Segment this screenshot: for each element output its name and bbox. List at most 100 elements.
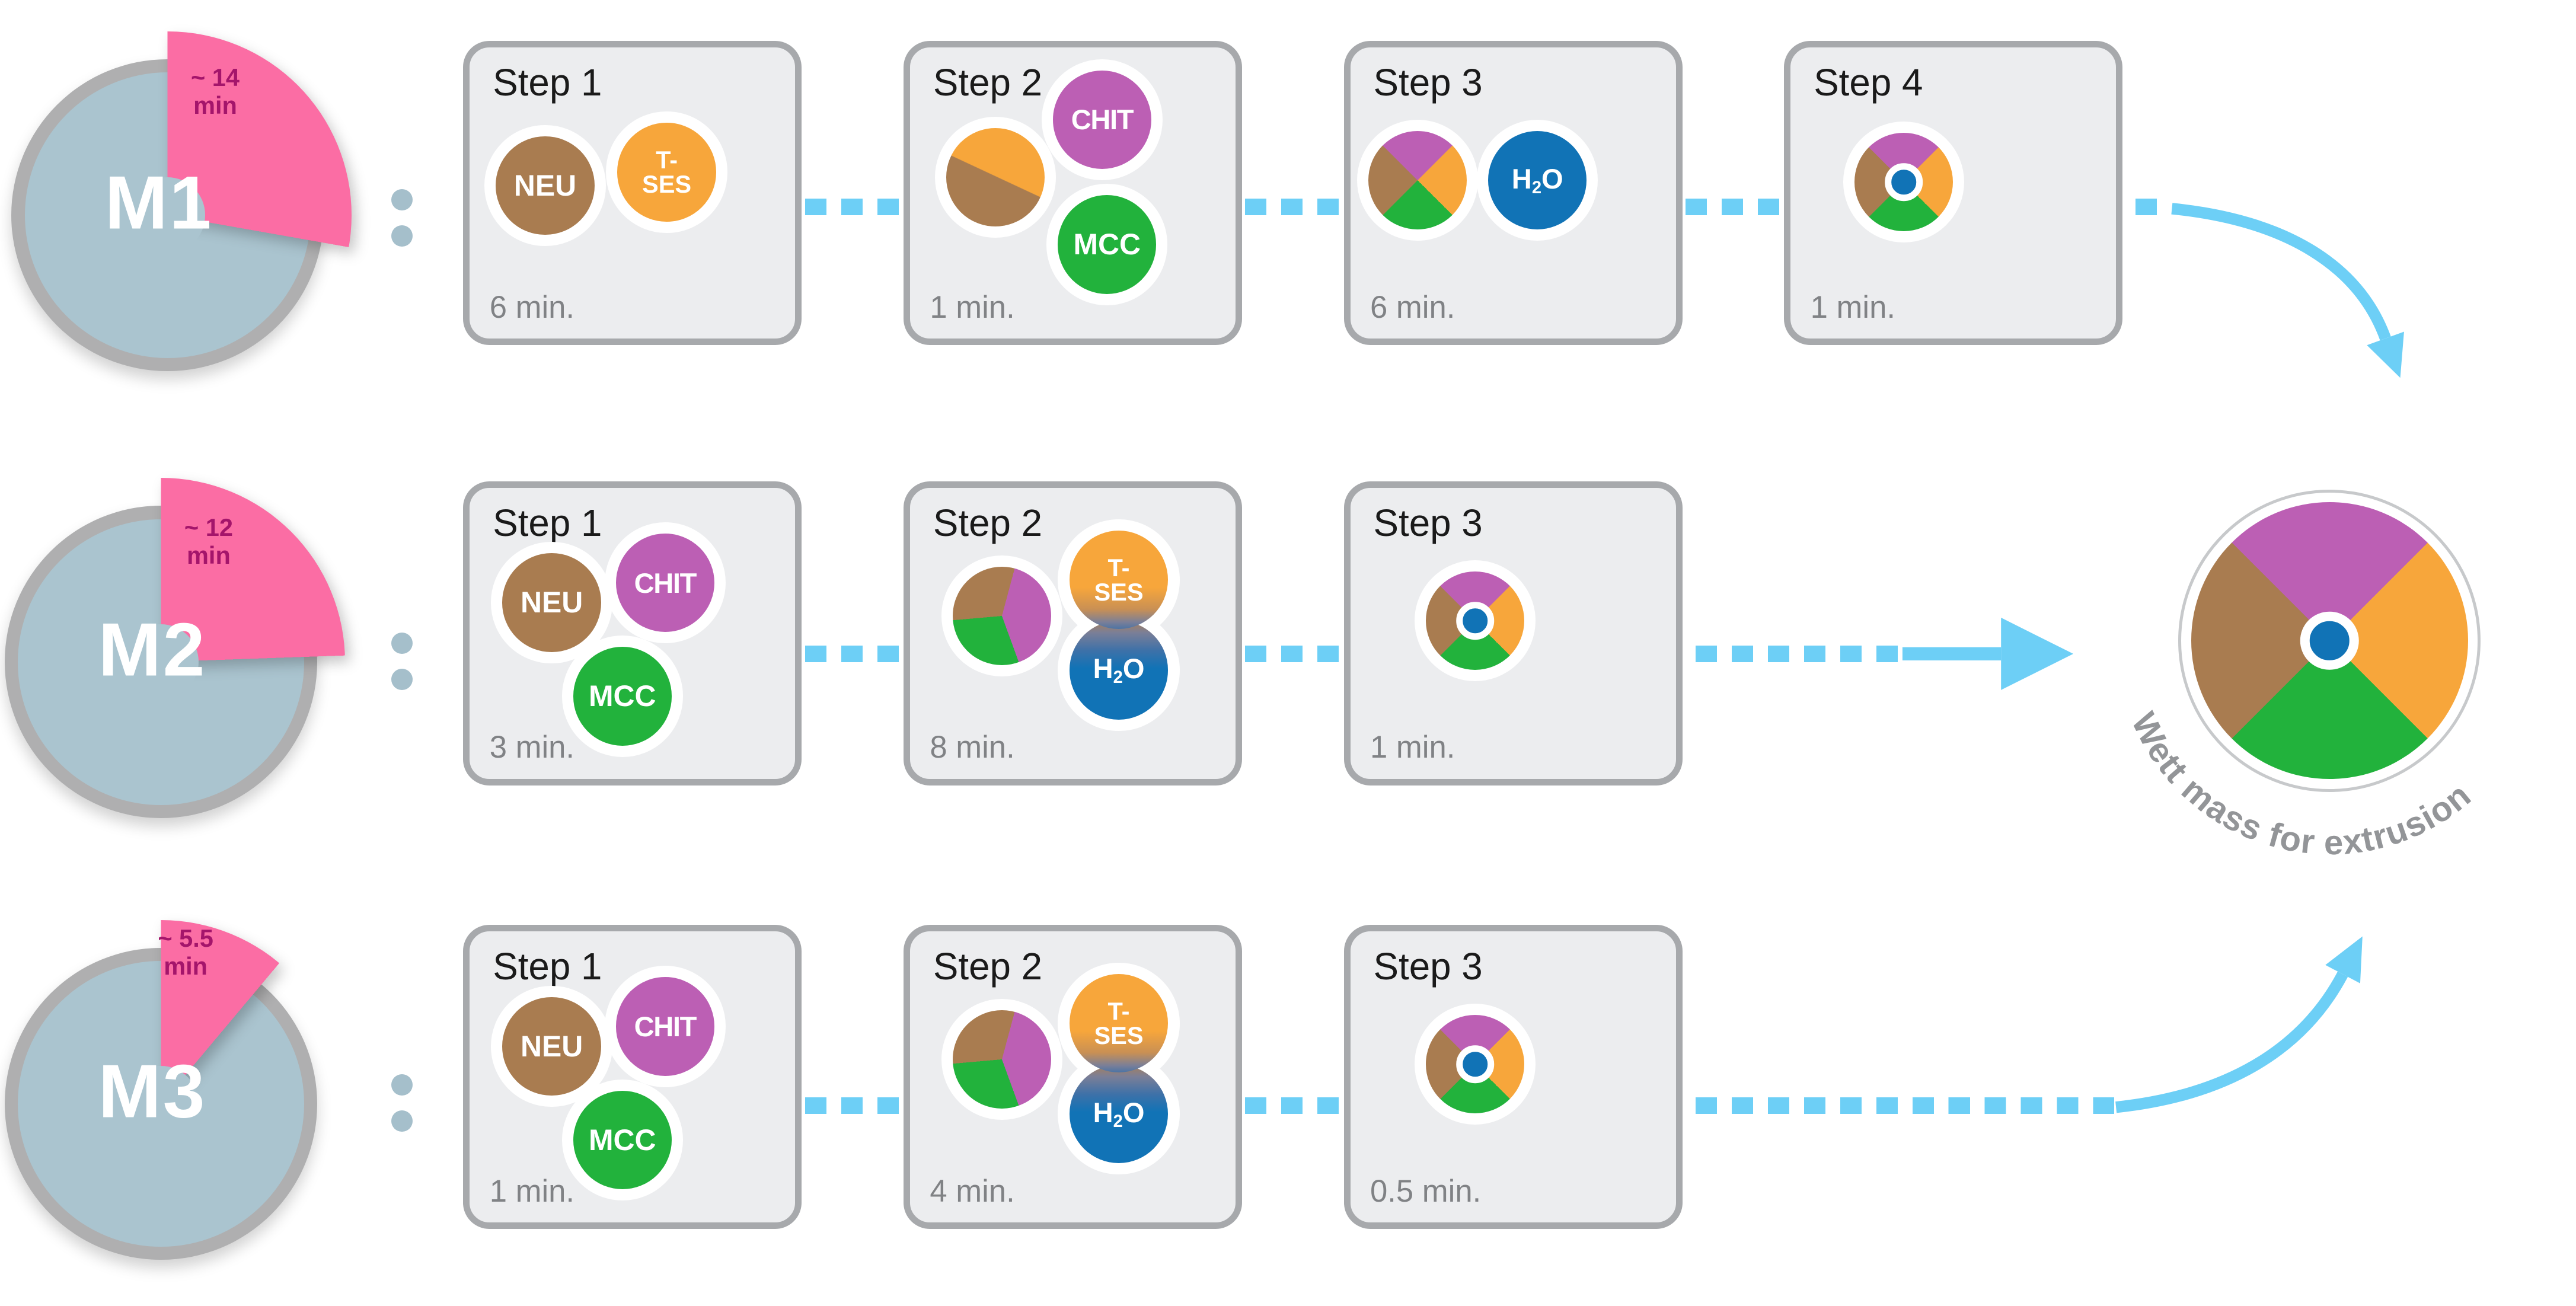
m3-step2-box: Step 2 4 min. H2O T-SES	[904, 925, 1242, 1229]
step-label: Step 2	[933, 945, 1043, 988]
flow-arrow-m1	[2171, 203, 2391, 341]
tses-label-2: SES	[1094, 1021, 1144, 1050]
chit-circle: CHIT	[1041, 59, 1163, 180]
mixture-wheel	[1414, 560, 1536, 682]
neu-label: NEU	[520, 1029, 583, 1063]
wedge-notch	[129, 177, 206, 253]
connector-dashes	[805, 1097, 899, 1114]
h2o-label-o: O	[1122, 1096, 1145, 1128]
duration-unit: min	[193, 91, 237, 119]
duration-value: ~ 5.5	[158, 924, 213, 953]
mixture-wheel	[1414, 1004, 1536, 1125]
tses-label-1: T-	[1107, 553, 1130, 582]
chit-label: CHIT	[1071, 104, 1134, 136]
h2o-label: H	[1093, 1096, 1113, 1128]
connector-dashes	[1695, 646, 1898, 662]
step-label: Step 3	[1373, 502, 1483, 545]
m2-step1-box: Step 1 3 min. NEU CHIT MCC	[463, 481, 802, 785]
m2-step2-box: Step 2 8 min. H2O T-SES	[904, 481, 1242, 785]
tses-label-1: T-	[656, 145, 678, 174]
duration-label-m2: ~ 12 min	[140, 514, 278, 569]
tses-label-1: T-	[1107, 997, 1130, 1025]
m1-step3-box: Step 3 6 min. H2O	[1343, 41, 1683, 345]
h2o-label-o: O	[1122, 653, 1145, 685]
neu-label: NEU	[520, 586, 583, 620]
h2o-circle: H2O	[1477, 120, 1598, 241]
chit-label: CHIT	[634, 567, 697, 599]
mcc-label: MCC	[1073, 228, 1141, 261]
h2o-sub: 2	[1113, 668, 1123, 688]
method-circle-m3: ~ 5.5 min M3	[0, 915, 350, 1293]
duration-label-m1: ~ 14 min	[146, 64, 285, 119]
duration-value: ~ 12	[184, 513, 233, 542]
step-label: Step 1	[493, 945, 602, 988]
neu-circle: NEU	[484, 124, 606, 246]
method-colon-m2	[391, 632, 413, 690]
m1-step1-box: Step 1 6 min. NEU T-SES	[463, 41, 802, 345]
duration-unit: min	[186, 541, 231, 569]
step-time: 8 min.	[930, 730, 1015, 765]
tses-label-2: SES	[1094, 578, 1144, 606]
premix-3-circle	[941, 555, 1062, 676]
connector-dashes	[1686, 199, 1780, 215]
final-mixture-wheel	[2178, 489, 2481, 792]
m3-step1-box: Step 1 1 min. NEU CHIT MCC	[463, 925, 802, 1229]
duration-unit: min	[164, 951, 208, 980]
h2o-circle: H2O	[1069, 621, 1169, 720]
connector-dashes	[1245, 199, 1339, 215]
wedge-notch	[123, 624, 199, 700]
connector-dashes	[1245, 646, 1339, 662]
h2o-label: H	[1093, 653, 1113, 685]
method-colon-m1	[391, 189, 413, 247]
mcc-label: MCC	[588, 679, 656, 713]
mcc-circle: MCC	[1046, 184, 1168, 305]
flow-arrow-m3	[2115, 971, 2348, 1113]
step-label: Step 2	[933, 502, 1043, 545]
arrowhead-m2	[2001, 617, 2074, 690]
tses-label-2: SES	[642, 170, 692, 199]
mcc-circle: MCC	[561, 636, 683, 757]
neu-label: NEU	[513, 168, 577, 202]
step-label: Step 2	[933, 61, 1043, 104]
premix-3-circle	[941, 998, 1062, 1120]
wheel-center-dot	[1885, 163, 1923, 201]
chit-label: CHIT	[634, 1010, 697, 1042]
premix-2-circle	[934, 116, 1056, 238]
method-label-m1: M1	[104, 161, 213, 245]
step-time: 6 min.	[1370, 289, 1455, 325]
duration-label-m3: ~ 5.5 min	[117, 925, 255, 980]
step-label: Step 1	[493, 61, 602, 104]
h2o-label: H	[1511, 163, 1532, 195]
method-label-m3: M3	[98, 1049, 207, 1134]
arrowhead-m3	[2325, 936, 2363, 984]
step-label: Step 1	[493, 502, 602, 545]
chit-circle: CHIT	[604, 522, 726, 644]
h2o-circle: H2O	[1069, 1064, 1169, 1163]
step-time: 1 min.	[1370, 730, 1455, 765]
h2o-sub: 2	[1531, 178, 1542, 198]
m2-step3-box: Step 3 1 min.	[1343, 481, 1683, 785]
step-time: 1 min.	[1810, 289, 1896, 325]
connector-dashes	[805, 646, 899, 662]
connector-dashes	[805, 199, 899, 215]
method-circle-m2: ~ 12 min M2	[0, 473, 350, 851]
m1-step4-box: Step 4 1 min.	[1784, 41, 2123, 345]
wheel-center-dot	[2300, 611, 2359, 670]
premix-4-circle	[1356, 120, 1479, 241]
h2o-sub: 2	[1113, 1112, 1123, 1131]
step-label: Step 3	[1373, 945, 1483, 988]
method-label-m2: M2	[98, 608, 207, 692]
step-time: 6 min.	[489, 289, 575, 325]
tses-circle: T-SES	[1069, 974, 1169, 1073]
mcc-circle: MCC	[561, 1079, 683, 1200]
mcc-label: MCC	[588, 1123, 656, 1157]
wheel-center-dot	[1456, 602, 1494, 640]
arrowhead-m1	[2367, 331, 2404, 378]
h2o-label-o: O	[1541, 163, 1563, 195]
step-label: Step 3	[1373, 61, 1483, 104]
step-time: 4 min.	[930, 1173, 1015, 1209]
method-colon-m3	[391, 1074, 413, 1132]
connector-dashes	[2136, 199, 2157, 215]
mixture-wheel	[1843, 121, 1965, 243]
